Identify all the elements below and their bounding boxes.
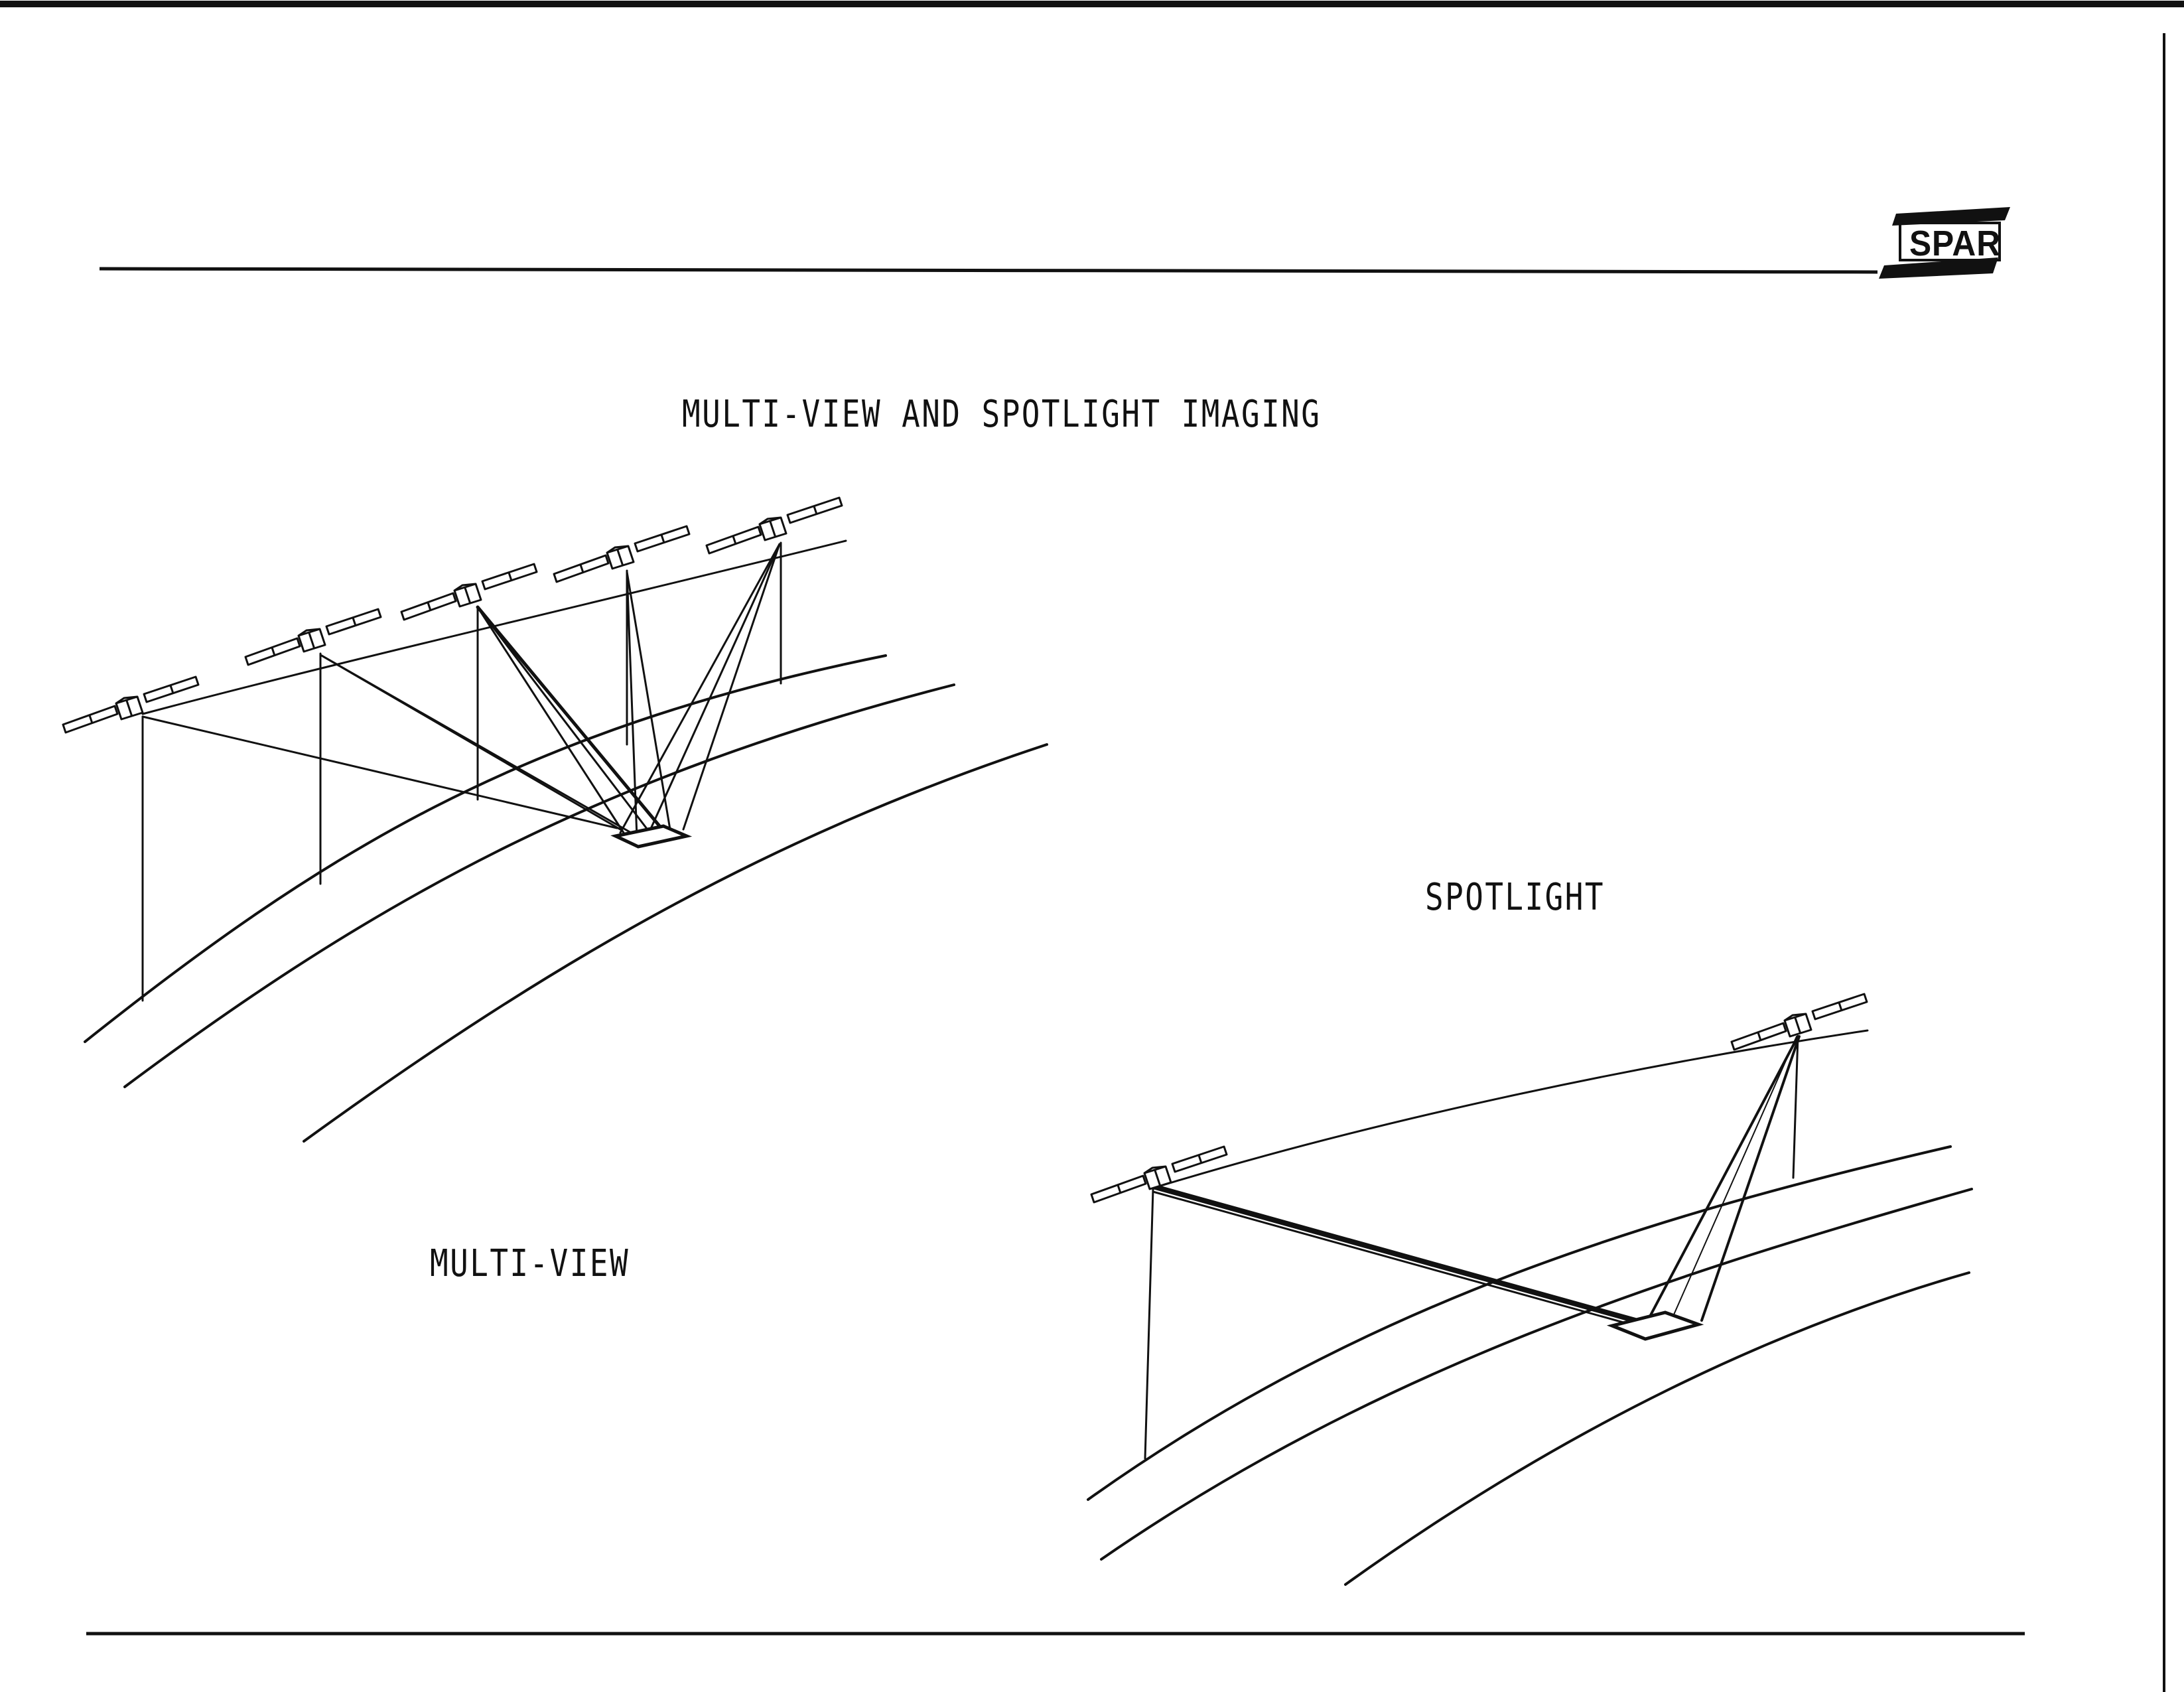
- satellite-icon: [553, 525, 691, 583]
- spotlight-ground-curve-2: [1100, 1188, 1973, 1561]
- multi-view-diagram: [84, 539, 1048, 1143]
- satellite-icon: [400, 563, 538, 621]
- spotlight-ground-curve-3: [1344, 1271, 1970, 1586]
- satellite-icon: [705, 496, 843, 555]
- spotlight-label: SPOTLIGHT: [1425, 876, 1605, 919]
- multi-view-ground-curve-3: [303, 743, 1048, 1143]
- satellite-icon: [244, 608, 382, 666]
- multi-view-beams: [141, 543, 781, 839]
- multi-view-orbit-arc: [141, 539, 847, 715]
- spotlight-target-footprint: [1606, 1310, 1704, 1341]
- multi-view-ground-curve-1: [84, 654, 887, 1043]
- spotlight-steep-beam-2: [1700, 1035, 1801, 1322]
- multi-view-ground-curve-2: [123, 683, 955, 1088]
- spotlight-steep-beam-1: [1649, 1035, 1799, 1316]
- spotlight-diagram: [1087, 1029, 1973, 1586]
- header-rule: [99, 267, 1878, 274]
- spar-logo-graphic: [1879, 207, 2010, 279]
- spotlight-oblique-beam: [1150, 1184, 1643, 1324]
- diagram-title: MULTI-VIEW AND SPOTLIGHT IMAGING: [682, 393, 1322, 436]
- multi-view-label: MULTI-VIEW: [430, 1242, 630, 1285]
- spar-logo-text: SPAR: [1909, 224, 2002, 263]
- spotlight-ground-curve-1: [1087, 1145, 1952, 1501]
- spotlight-nadir-1: [1144, 1188, 1154, 1460]
- spotlight-orbit-arc: [1153, 1029, 1869, 1189]
- multi-view-target-footprint: [610, 824, 693, 849]
- spotlight-nadir-2: [1792, 1035, 1799, 1179]
